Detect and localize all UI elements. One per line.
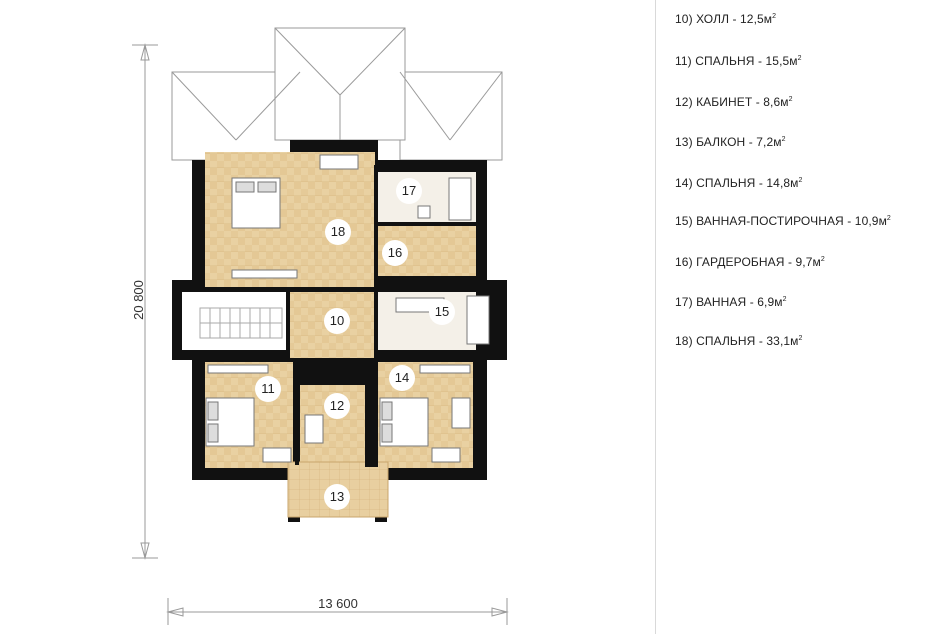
horizontal-dimension: 13 600 bbox=[166, 596, 509, 625]
legend-item: 11) СПАЛЬНЯ - 15,5м2 bbox=[675, 54, 802, 68]
svg-text:17: 17 bbox=[402, 183, 416, 198]
interior-walls bbox=[205, 165, 476, 467]
legend-item: 10) ХОЛЛ - 12,5м2 bbox=[675, 12, 777, 26]
svg-text:14: 14 bbox=[395, 370, 409, 385]
legend-item: 18) СПАЛЬНЯ - 33,1м2 bbox=[675, 334, 803, 348]
room-legend: 10) ХОЛЛ - 12,5м2 11) СПАЛЬНЯ - 15,5м2 1… bbox=[675, 0, 937, 634]
room-badge-18: 18 bbox=[325, 219, 351, 245]
svg-text:12: 12 bbox=[330, 398, 344, 413]
room-badge-17: 17 bbox=[396, 178, 422, 204]
floor-plan: 20 800 13 600 bbox=[131, 27, 509, 625]
room-badge-14: 14 bbox=[389, 365, 415, 391]
floor-plan-drawing: 20 800 13 600 bbox=[131, 27, 509, 625]
legend-item: 14) СПАЛЬНЯ - 14,8м2 bbox=[675, 176, 803, 190]
roof bbox=[171, 27, 503, 161]
legend-item: 15) ВАННАЯ-ПОСТИРОЧНАЯ - 10,9м2 bbox=[675, 214, 891, 228]
legend-item: 13) БАЛКОН - 7,2м2 bbox=[675, 135, 786, 149]
legend-item: 17) ВАННАЯ - 6,9м2 bbox=[675, 295, 787, 309]
svg-text:13: 13 bbox=[330, 489, 344, 504]
room-badge-13: 13 bbox=[324, 484, 350, 510]
room-badges: 18 17 16 10 15 11 bbox=[255, 178, 455, 510]
vertical-dimension-label: 20 800 bbox=[131, 280, 146, 320]
divider bbox=[655, 0, 656, 634]
room-badge-16: 16 bbox=[382, 240, 408, 266]
room-badge-11: 11 bbox=[255, 376, 281, 402]
svg-text:18: 18 bbox=[331, 224, 345, 239]
svg-text:16: 16 bbox=[388, 245, 402, 260]
legend-item: 12) КАБИНЕТ - 8,6м2 bbox=[675, 95, 793, 109]
horizontal-dimension-label: 13 600 bbox=[318, 596, 358, 611]
svg-text:10: 10 bbox=[330, 313, 344, 328]
room-badge-10: 10 bbox=[324, 308, 350, 334]
vertical-dimension: 20 800 bbox=[131, 43, 158, 560]
svg-text:15: 15 bbox=[435, 304, 449, 319]
furniture bbox=[205, 154, 490, 463]
legend-item: 16) ГАРДЕРОБНАЯ - 9,7м2 bbox=[675, 255, 825, 269]
room-badge-12: 12 bbox=[324, 393, 350, 419]
room-badge-15: 15 bbox=[429, 299, 455, 325]
staircase bbox=[199, 307, 283, 339]
svg-text:11: 11 bbox=[261, 381, 275, 396]
